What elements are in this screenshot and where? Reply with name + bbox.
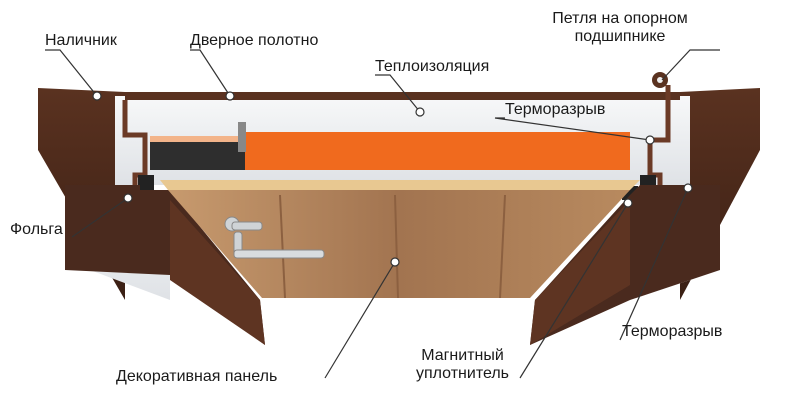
callout-dots: [92, 91, 693, 267]
panel-groove-1: [279, 194, 286, 299]
thermal-break-left: [138, 175, 154, 193]
panel-groove-2: [394, 194, 399, 299]
leader-lines: [45, 49, 720, 379]
panel-groove-3: [499, 194, 506, 299]
label-nalichnik: Наличник: [45, 32, 117, 49]
label-magnitnyi-uplotnitel: Магнитный уплотнитель: [415, 347, 509, 382]
label-termorazryv-top: Терморазрыв: [505, 101, 606, 118]
panel-top-edge: [160, 180, 640, 190]
label-petlya: Петля на опорном подшипнике: [552, 10, 688, 45]
insulation-block: [245, 132, 630, 170]
label-termorazryv-bottom: Терморазрыв: [622, 323, 723, 340]
frame-profile-left: [122, 100, 148, 190]
hinge-pin: [657, 77, 663, 83]
label-folga: Фольга: [10, 221, 63, 238]
frame-profile-right: [647, 85, 671, 190]
door-handle-icon: [224, 216, 325, 259]
lock-bolt: [238, 122, 246, 152]
lock-block: [150, 142, 245, 170]
label-dvernoe-polotno: Дверное полотно: [190, 32, 319, 49]
label-teploizolyaciya: Теплоизоляция: [375, 58, 490, 75]
frame-lower-right-face: [530, 200, 630, 345]
label-dekorativnaya-panel: Декоративная панель: [116, 368, 278, 385]
door-leaf-plate: [125, 92, 680, 100]
frame-lower-left-face: [170, 200, 265, 345]
